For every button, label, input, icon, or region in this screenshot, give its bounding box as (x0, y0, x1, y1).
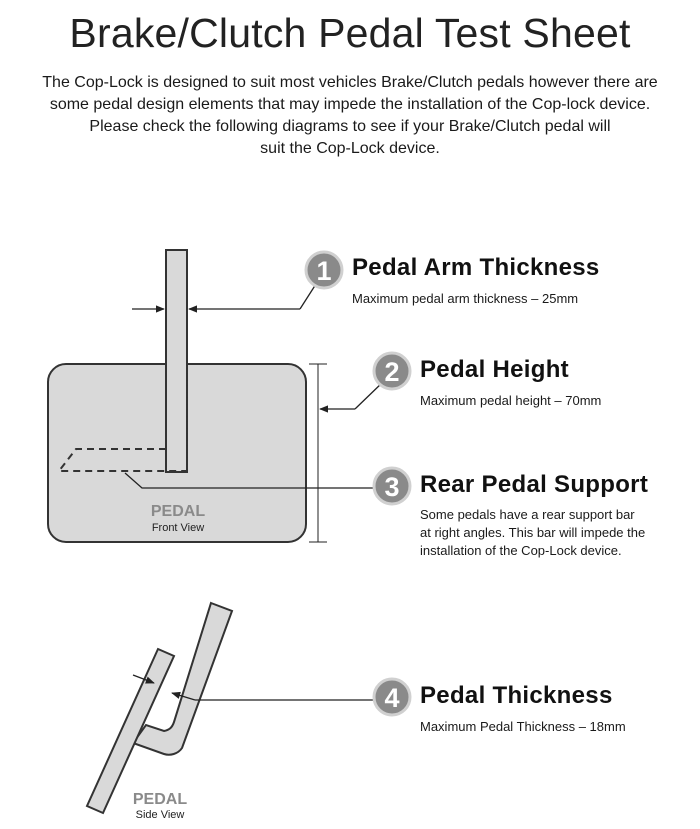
heading-pedal-thickness: Pedal Thickness (420, 682, 613, 709)
side-view-sublabel: Side View (136, 809, 185, 821)
rear-support-pointer (124, 472, 376, 489)
badge-number: 3 (384, 472, 399, 502)
pedal-height-dimension (309, 363, 384, 543)
front-view-label: PEDAL (151, 503, 205, 520)
heading-pedal-arm-thickness: Pedal Arm Thickness (352, 254, 600, 281)
desc-rear-pedal-support-line-3: installation of the Cop-Lock device. (420, 543, 622, 558)
badge-3: 3 (372, 466, 412, 506)
intro-paragraph: The Cop-Lock is designed to suit most ve… (0, 72, 700, 160)
intro-line: suit the Cop-Lock device. (260, 140, 440, 157)
desc-rear-pedal-support-line-2: at right angles. This bar will impede th… (420, 525, 646, 540)
badge-number: 1 (316, 256, 331, 286)
badge-2: 2 (372, 351, 412, 391)
badge-4: 4 (372, 677, 412, 717)
badge-1: 1 (304, 250, 344, 290)
intro-line: The Cop-Lock is designed to suit most ve… (42, 74, 658, 91)
intro-line: some pedal design elements that may impe… (49, 96, 651, 113)
badge-number: 4 (384, 683, 399, 713)
arm-thickness-dimension (132, 283, 317, 313)
heading-rear-pedal-support: Rear Pedal Support (420, 471, 649, 498)
desc-pedal-height: Maximum pedal height – 70mm (420, 393, 602, 408)
desc-pedal-thickness: Maximum Pedal Thickness – 18mm (420, 719, 626, 734)
heading-pedal-height: Pedal Height (420, 356, 569, 383)
front-view-pedal: PEDAL Front View (47, 249, 307, 543)
desc-pedal-arm-thickness: Maximum pedal arm thickness – 25mm (352, 291, 579, 306)
side-pedal-pad (85, 647, 176, 815)
badge-number: 2 (384, 357, 399, 387)
pedal-arm (165, 249, 188, 473)
side-view-label: PEDAL (133, 791, 187, 808)
page-title: Brake/Clutch Pedal Test Sheet (69, 10, 631, 56)
intro-line: Please check the following diagrams to s… (89, 118, 611, 135)
front-view-sublabel: Front View (152, 522, 204, 534)
desc-rear-pedal-support-line-1: Some pedals have a rear support bar (420, 507, 635, 522)
side-view-pedal: PEDAL Side View (85, 601, 376, 821)
